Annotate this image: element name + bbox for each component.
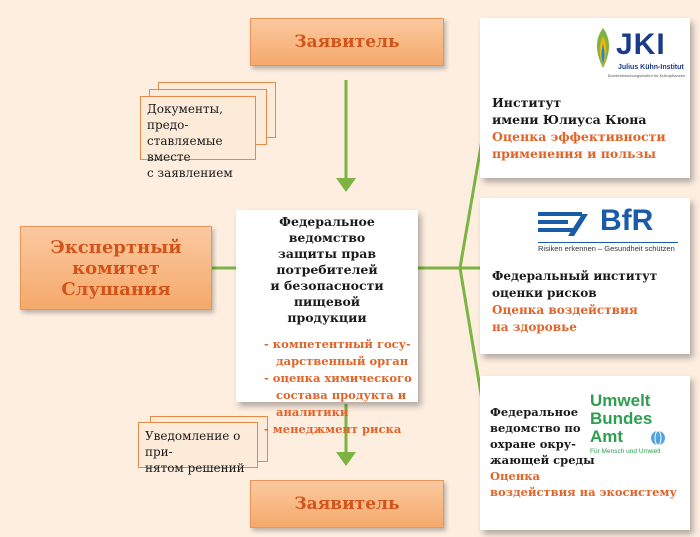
uba-name-line-4: жающей среды [490, 453, 595, 467]
central-bullet-2c: аналитики [276, 405, 349, 419]
documents-note-line-1: Документы, предо- [147, 102, 223, 132]
bfr-role-line-2: на здоровье [492, 320, 577, 334]
documents-note-line-3: с заявлением [147, 166, 233, 180]
documents-note: Документы, предо- ставляемые вместе с за… [140, 82, 280, 180]
bfr-name-line-2: оценки рисков [492, 286, 597, 300]
central-title-line-2: защиты прав потребителей [276, 246, 378, 277]
jki-logo: JKI Julius Kühn-Institut Bundesforschung… [590, 26, 686, 86]
applicant-top-box: Заявитель [250, 18, 444, 66]
bfr-symbol-icon [538, 212, 588, 236]
line-hub-to-uba [458, 267, 484, 401]
jki-name-line-2: имени Юлиуса Кюна [492, 112, 647, 127]
central-bullet-1b: дарственный орган [276, 354, 409, 368]
jki-box: JKI Julius Kühn-Institut Bundesforschung… [480, 18, 690, 178]
notice-note: Уведомление о при- нятом решений [138, 416, 278, 476]
jki-logo-text: JKI [616, 28, 666, 61]
uba-logo-line-1: Umwelt [590, 391, 651, 410]
central-bullet-3: - менеджмент риска [264, 422, 402, 436]
bfr-logo-divider [538, 242, 678, 243]
central-title-line-3: и безопасности пищевой [270, 278, 384, 309]
expert-committee-line-1: Экспертный [50, 236, 182, 258]
notice-note-line-1: Уведомление о при- [145, 429, 241, 459]
expert-committee-line-2: комитет [72, 257, 160, 279]
bfr-logo: BfR Risiken erkennen – Gesundheit schütz… [538, 204, 680, 256]
applicant-bottom-label: Заявитель [294, 494, 400, 514]
notice-sheet-front: Уведомление о при- нятом решений [138, 422, 258, 475]
uba-logo-sub: Für Mensch und Umwelt [590, 448, 661, 455]
uba-name-line-3: охране окру- [490, 437, 576, 451]
uba-box: Umwelt Bundes Amt Für Mensch und Umwelt … [480, 376, 690, 530]
applicant-top-label: Заявитель [294, 32, 400, 52]
line-hub-to-jki [458, 139, 484, 269]
documents-note-line-2: ставляемые вместе [147, 134, 223, 164]
central-bullet-2: - оценка химического [264, 371, 412, 385]
jki-logo-sub2: Bundesforschungsinstitut für Kulturpflan… [608, 73, 686, 78]
uba-name-line-2: ведомство по [490, 421, 581, 435]
doc-sheet-front: Документы, предо- ставляемые вместе с за… [140, 96, 256, 180]
notice-note-line-2: нятом решений [145, 461, 245, 475]
arrowhead-down-2 [336, 452, 356, 466]
central-title-line-4: продукции [287, 310, 367, 325]
arrowhead-down-1 [336, 178, 356, 192]
bfr-box: BfR Risiken erkennen – Gesundheit schütz… [480, 198, 690, 354]
uba-role-line-2: воздействия на экосистему [490, 485, 677, 499]
central-bullet-1: - компетентный госу- [264, 337, 411, 351]
expert-committee-box: Экспертный комитет Слушания [20, 226, 212, 310]
jki-logo-sub: Julius Kühn-Institut [618, 64, 684, 71]
jki-flame-icon [596, 28, 610, 68]
uba-name-line-1: Федеральное [490, 405, 579, 419]
applicant-bottom-box: Заявитель [250, 480, 444, 528]
bfr-role-line-1: Оценка воздействия [492, 303, 638, 317]
uba-role-line-1: Оценка [490, 469, 541, 483]
bfr-logo-text: BfR [600, 204, 654, 237]
uba-logo-line-2: Bundes [590, 409, 653, 428]
expert-committee-line-3: Слушания [61, 278, 171, 300]
central-title-line-1: Федеральное ведомство [279, 214, 375, 245]
bfr-logo-sub: Risiken erkennen – Gesundheit schützen [538, 244, 675, 253]
jki-role-line-1: Оценка эффективности [492, 129, 666, 144]
central-agency-box: Федеральное ведомство защиты прав потреб… [236, 210, 418, 436]
uba-logo-line-3: Amt [590, 427, 624, 446]
uba-logo: Umwelt Bundes Amt Für Mensch und Umwelt [590, 392, 686, 462]
jki-role-line-2: применения и пользы [492, 146, 656, 161]
bfr-name-line-1: Федеральный институт [492, 269, 658, 283]
jki-name-line-1: Институт [492, 95, 562, 110]
uba-globe-icon [651, 430, 665, 446]
central-bullet-2b: состава продукта и [276, 388, 407, 402]
